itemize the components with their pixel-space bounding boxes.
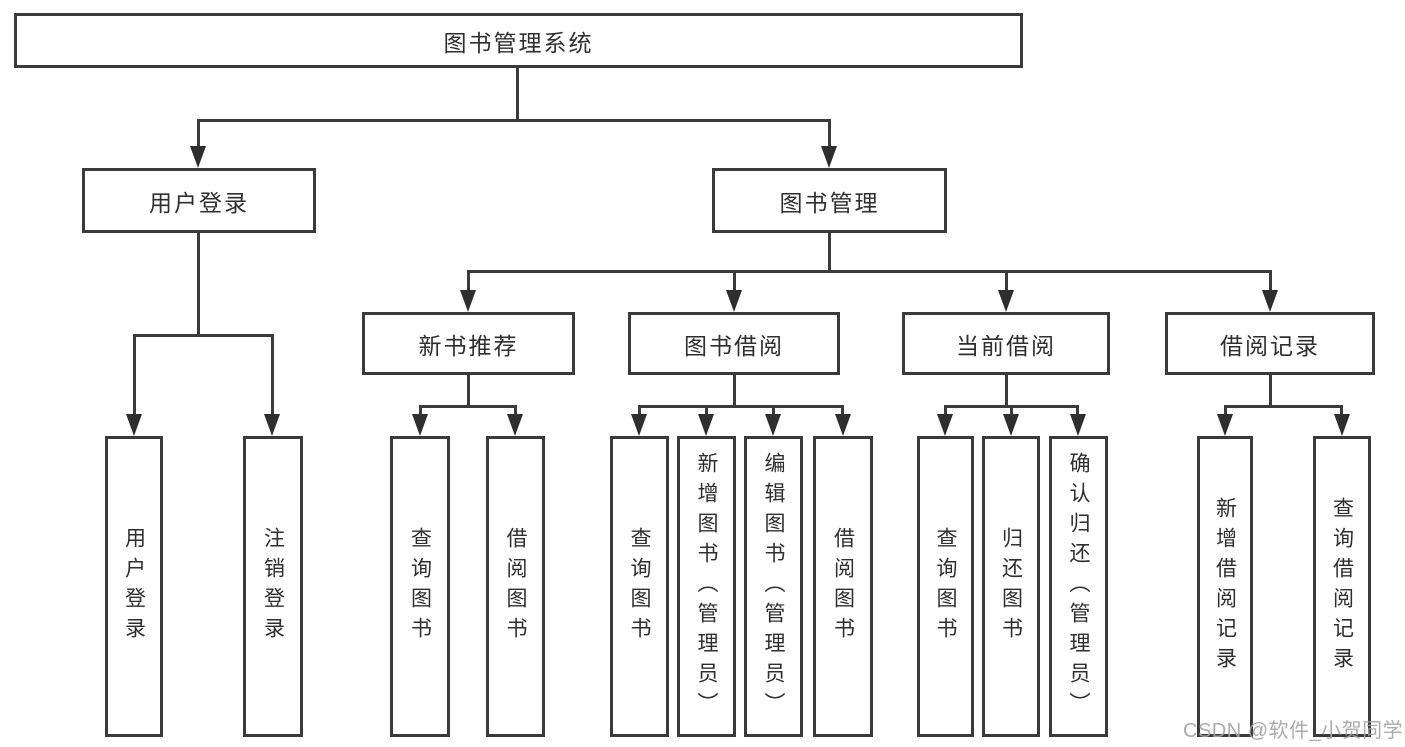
arrowhead-current-borrow	[998, 290, 1014, 312]
node-borrowing-records: 借阅记录	[1165, 312, 1375, 375]
edge-nbr-bar	[419, 405, 517, 408]
arrowhead-bb-add	[698, 414, 714, 436]
leaf-nbr-borrow-books: 借阅图书	[486, 436, 545, 737]
arrowhead-br-query	[1334, 414, 1350, 436]
csdn-watermark: CSDN @软件_小贺同学	[1183, 720, 1404, 742]
arrowhead-book-mgmt	[821, 146, 837, 168]
edge-drop-bb-edit	[772, 405, 775, 419]
leaf-cb-query-books-label: 查询图书	[934, 526, 957, 647]
edge-drop-br-query	[1340, 405, 1343, 419]
edge-cb-stem	[1005, 375, 1008, 407]
leaf-cb-query-books: 查询图书	[917, 436, 974, 737]
leaf-cb-return-books-label: 归还图书	[999, 526, 1023, 647]
arrowhead-cb-confirm	[1070, 414, 1086, 436]
edge-br-bar	[1224, 405, 1343, 408]
leaf-bb-add-books-admin: 新增图书（管理员）	[677, 436, 736, 737]
leaf-br-query-record: 查询借阅记录	[1313, 436, 1371, 737]
node-new-book-recommend: 新书推荐	[362, 312, 575, 375]
edge-drop-nbr-borrow	[514, 405, 517, 419]
arrowhead-new-book-rec	[460, 290, 476, 312]
edge-nbr-stem	[467, 375, 470, 407]
edge-drop-bb-borrow	[841, 405, 844, 419]
edge-level2-bar	[197, 119, 831, 122]
edge-bb-bar	[638, 405, 844, 408]
leaf-nbr-query-books-label: 查询图书	[408, 526, 432, 647]
arrowhead-leaf-user-login	[126, 414, 142, 436]
leaf-nbr-borrow-books-label: 借阅图书	[504, 526, 527, 647]
edge-userlogin-stem	[197, 233, 200, 336]
edge-bookmgmt-stem	[828, 233, 831, 272]
arrowhead-user-login	[190, 146, 206, 168]
edge-br-stem	[1269, 375, 1272, 407]
edge-drop-leaf-user-login	[133, 334, 136, 418]
leaf-cb-confirm-return-admin-label: 确认归还（管理员）	[1067, 451, 1090, 722]
leaf-bb-borrow-books-label: 借阅图书	[831, 526, 855, 647]
edge-userlogin-bar	[133, 334, 274, 337]
arrowhead-bb-edit	[765, 414, 781, 436]
edge-bb-stem	[733, 375, 736, 407]
edge-drop-nbr-query	[419, 405, 422, 419]
edge-drop-cb-confirm	[1076, 405, 1079, 419]
arrowhead-book-borrow	[726, 290, 742, 312]
node-library-management-system: 图书管理系统	[14, 13, 1023, 68]
edge-drop-new-book-rec	[467, 270, 470, 292]
leaf-br-query-record-label: 查询借阅记录	[1330, 496, 1354, 677]
leaf-bb-query-books-label: 查询图书	[628, 526, 651, 647]
arrowhead-cb-return	[1003, 414, 1019, 436]
arrowhead-nbr-query	[412, 414, 428, 436]
edge-drop-book-borrow	[733, 270, 736, 292]
edge-drop-bb-query	[638, 405, 641, 419]
leaf-logout-label: 注销登录	[261, 526, 285, 647]
arrowhead-leaf-logout	[264, 414, 280, 436]
node-book-borrowing: 图书借阅	[628, 312, 840, 375]
leaf-bb-query-books: 查询图书	[610, 436, 669, 737]
leaf-br-add-record-label: 新增借阅记录	[1213, 496, 1237, 677]
leaf-bb-edit-books-admin: 编辑图书（管理员）	[744, 436, 803, 737]
edge-drop-cb-query	[944, 405, 947, 419]
arrowhead-br-add	[1217, 414, 1233, 436]
leaf-cb-return-books: 归还图书	[982, 436, 1040, 737]
edge-drop-leaf-logout	[271, 334, 274, 418]
edge-level3-bar	[467, 270, 1272, 273]
arrowhead-nbr-borrow	[507, 414, 523, 436]
arrowhead-borrow-record	[1262, 290, 1278, 312]
edge-drop-br-add	[1224, 405, 1227, 419]
edge-drop-cb-return	[1010, 405, 1013, 419]
leaf-bb-edit-books-admin-label: 编辑图书（管理员）	[762, 451, 785, 722]
edge-root-stem	[516, 68, 519, 122]
node-book-management-branch: 图书管理	[712, 168, 947, 233]
leaf-br-add-record: 新增借阅记录	[1197, 436, 1253, 737]
leaf-nbr-query-books: 查询图书	[390, 436, 450, 737]
leaf-user-login-label: 用户登录	[122, 526, 146, 647]
arrowhead-bb-query	[631, 414, 647, 436]
edge-drop-current-borrow	[1005, 270, 1008, 292]
leaf-logout: 注销登录	[243, 436, 303, 737]
leaf-bb-borrow-books: 借阅图书	[813, 436, 873, 737]
edge-drop-book-mgmt	[828, 119, 831, 150]
node-current-borrowing: 当前借阅	[902, 312, 1110, 375]
leaf-cb-confirm-return-admin: 确认归还（管理员）	[1049, 436, 1108, 737]
leaf-user-login: 用户登录	[105, 436, 163, 737]
leaf-bb-add-books-admin-label: 新增图书（管理员）	[695, 451, 718, 722]
arrowhead-bb-borrow	[835, 414, 851, 436]
arrowhead-cb-query	[937, 414, 953, 436]
edge-drop-user-login	[197, 119, 200, 150]
edge-drop-bb-add	[705, 405, 708, 419]
node-user-login-branch: 用户登录	[82, 168, 316, 233]
edge-drop-borrow-record	[1269, 270, 1272, 292]
